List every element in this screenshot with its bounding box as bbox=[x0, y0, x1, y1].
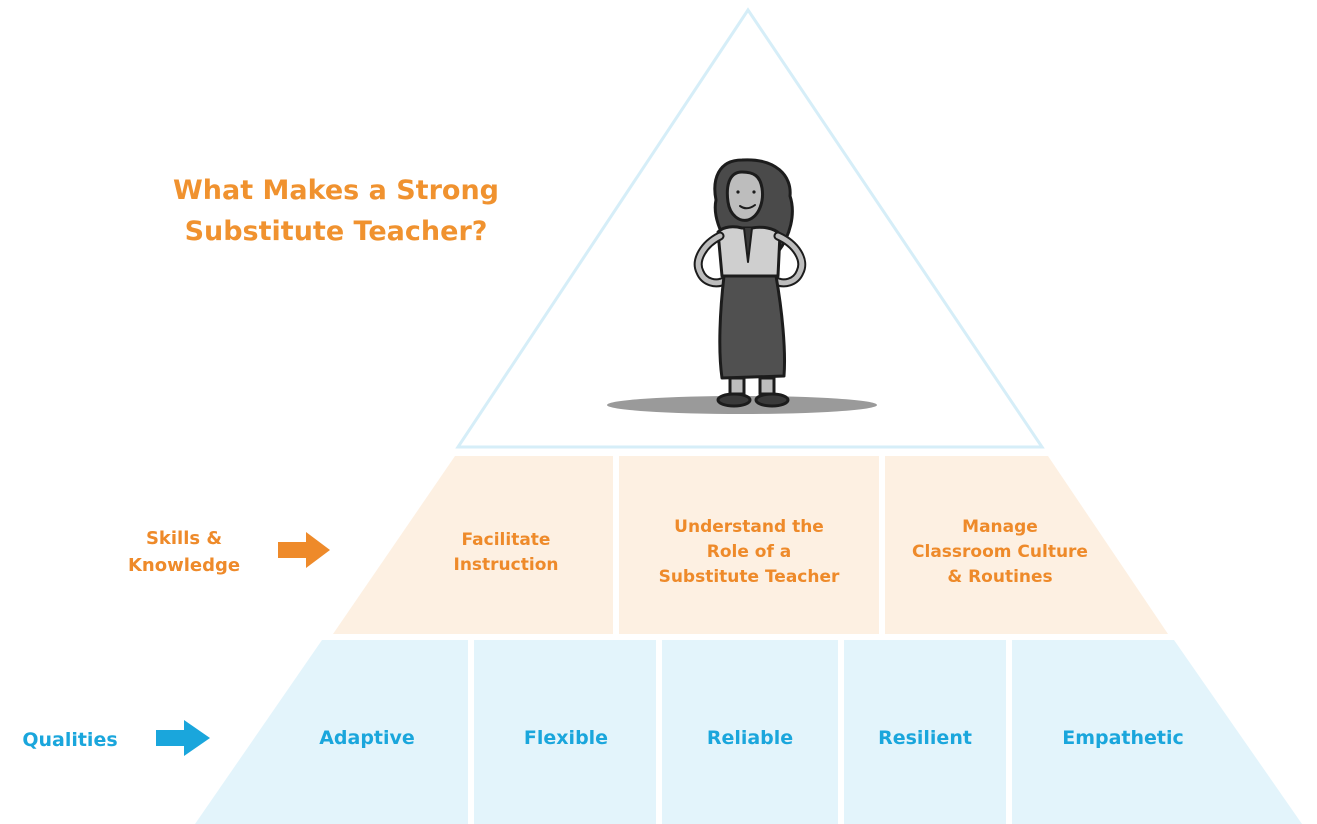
face bbox=[725, 170, 764, 222]
quality-label: Flexible bbox=[524, 727, 608, 749]
skills-cell bbox=[619, 456, 879, 634]
skill-label: Instruction bbox=[454, 555, 559, 575]
quality-label: Empathetic bbox=[1062, 727, 1184, 749]
quality-cell bbox=[474, 640, 656, 824]
skills-cell bbox=[885, 456, 1168, 634]
quality-label: Resilient bbox=[878, 727, 972, 749]
skill-label: Facilitate bbox=[462, 530, 551, 550]
quality-cell bbox=[844, 640, 1006, 824]
skill-label: Role of a bbox=[707, 542, 792, 562]
shoe bbox=[716, 392, 752, 408]
skills-row bbox=[333, 456, 1168, 634]
skill-label: Substitute Teacher bbox=[659, 567, 840, 587]
skill-label: Understand the bbox=[674, 517, 824, 537]
quality-cell bbox=[1012, 640, 1302, 824]
diagram-title: Substitute Teacher? bbox=[185, 216, 488, 247]
skills-row-label: Skills & bbox=[146, 528, 222, 549]
qualities-row-label: Qualities bbox=[22, 729, 117, 751]
quality-label: Reliable bbox=[707, 727, 793, 749]
arrow-right-icon bbox=[156, 720, 210, 756]
skirt bbox=[718, 274, 787, 380]
diagram-title: What Makes a Strong bbox=[173, 175, 499, 206]
teacher-figure-illustration bbox=[607, 158, 877, 414]
skill-label: Classroom Culture bbox=[912, 542, 1088, 562]
quality-cell bbox=[662, 640, 838, 824]
quality-label: Adaptive bbox=[319, 727, 415, 749]
quality-cell bbox=[195, 640, 468, 824]
arrow-right-icon bbox=[278, 532, 330, 568]
qualities-row bbox=[195, 640, 1302, 824]
shoe bbox=[754, 392, 790, 408]
skills-cell bbox=[333, 456, 613, 634]
skill-label: Manage bbox=[962, 517, 1038, 537]
skills-row-label: Knowledge bbox=[128, 555, 240, 576]
skill-label: & Routines bbox=[947, 567, 1052, 587]
